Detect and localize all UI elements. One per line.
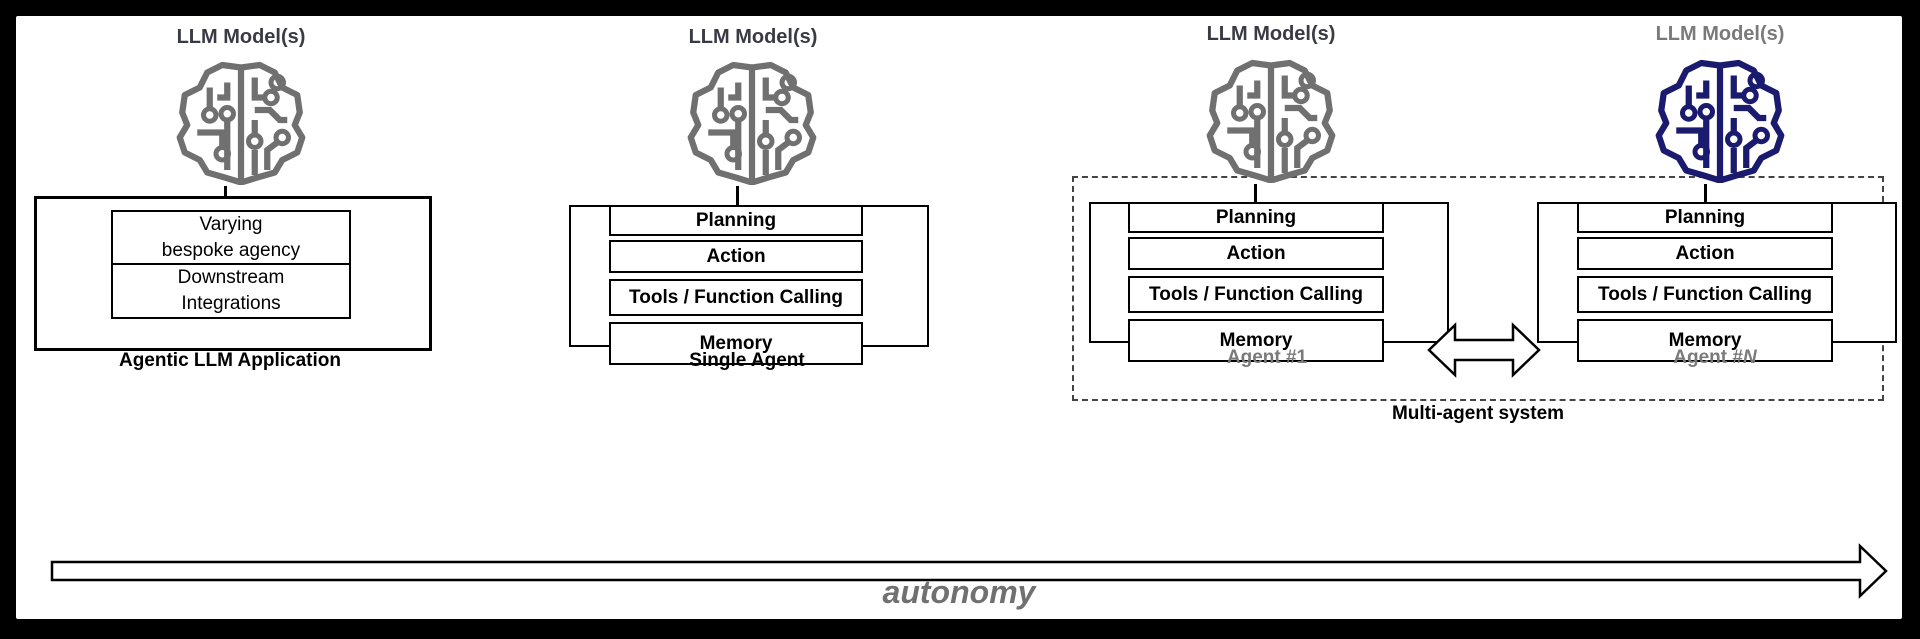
llm-model-label-2: LLM Model(s) xyxy=(688,26,818,48)
agent1-memory-row: Memory xyxy=(1128,319,1384,362)
agentic-app-caption: Agentic LLM Application xyxy=(118,350,341,371)
agentN-planning-row: Planning xyxy=(1577,202,1833,233)
autonomy-label: autonomy xyxy=(882,574,1036,610)
connector-line xyxy=(1254,184,1257,204)
llm-model-label-4: LLM Model(s) xyxy=(1655,23,1785,45)
single-agent-caption: Single Agent xyxy=(689,350,805,371)
agentN-memory-row: Memory xyxy=(1577,319,1833,362)
agentN-caption-suffix: N xyxy=(1742,347,1757,368)
agentN-caption: Agent #N xyxy=(1537,347,1893,369)
multi-agent-caption: Multi-agent system xyxy=(1391,403,1565,424)
memory-row: Memory xyxy=(609,322,863,365)
brain-circuit-icon xyxy=(1206,59,1336,183)
autonomy-arrow-icon xyxy=(50,543,1888,599)
action-row: Action xyxy=(609,240,863,273)
double-arrow-icon xyxy=(1427,322,1541,378)
agentN-tools-row: Tools / Function Calling xyxy=(1577,276,1833,313)
brain-circuit-icon xyxy=(687,61,817,185)
agentN-caption-prefix: Agent # xyxy=(1673,347,1743,368)
agent1-caption: Agent #1 xyxy=(1226,347,1308,368)
brain-circuit-icon xyxy=(176,61,306,185)
tools-row: Tools / Function Calling xyxy=(609,279,863,316)
agent1-planning-row: Planning xyxy=(1128,202,1384,233)
varying-agency-cell: Varying bespoke agency xyxy=(111,210,351,265)
llm-model-label-1: LLM Model(s) xyxy=(176,26,306,48)
agent1-action-row: Action xyxy=(1128,237,1384,270)
connector-line xyxy=(1704,184,1707,204)
connector-line xyxy=(736,186,739,206)
planning-row: Planning xyxy=(609,205,863,236)
brain-circuit-icon xyxy=(1655,59,1785,183)
llm-model-label-3: LLM Model(s) xyxy=(1206,23,1336,45)
downstream-integrations-cell: Downstream Integrations xyxy=(111,263,351,319)
diagram-canvas: LLM Model(s) Varying bespoke agency Down… xyxy=(16,16,1902,619)
agent1-tools-row: Tools / Function Calling xyxy=(1128,276,1384,313)
agentN-action-row: Action xyxy=(1577,237,1833,270)
